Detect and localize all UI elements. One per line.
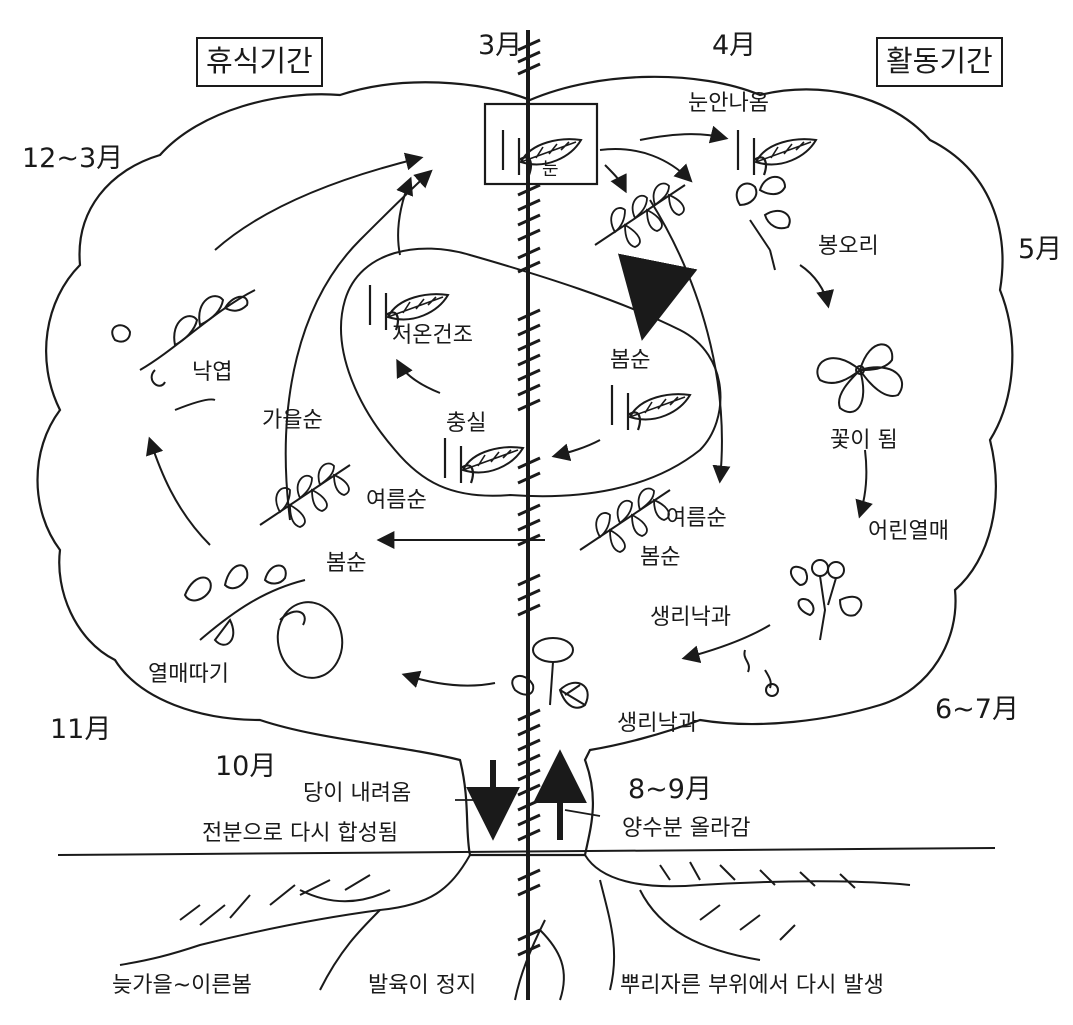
active-period-label: 활동기간 <box>876 37 1003 87</box>
stage-maturation: 충실 <box>446 411 487 436</box>
root-growth-stop: 발육이 정지 <box>368 973 477 998</box>
stage-flower-bud: 봉오리 <box>818 234 879 259</box>
stage-spring-shoot-inner: 봄순 <box>610 348 651 373</box>
stage-leaf-fall: 낙엽 <box>192 360 233 385</box>
trunk-starch-resynth: 전분으로 다시 합성됨 <box>202 821 399 846</box>
trunk-hatch <box>517 30 541 1000</box>
month-apr: 4月 <box>712 30 757 61</box>
root-late-autumn: 늦가을~이른봄 <box>112 973 252 998</box>
roots <box>119 854 911 1001</box>
month-may: 5月 <box>1018 234 1063 265</box>
month-nov: 11月 <box>50 714 112 745</box>
bloom-illustration <box>816 343 904 414</box>
flower-bud-illustration <box>735 175 791 271</box>
stage-young-fruit: 어린열매 <box>868 519 949 544</box>
bud-box <box>483 102 599 186</box>
inner-bud-illustration-right <box>612 385 690 430</box>
shoot-illustration-left <box>259 462 351 528</box>
stage-summer-shoot-right: 여름순 <box>666 506 727 531</box>
stage-bud: 눈 <box>542 159 559 180</box>
leaf-fall-illustration <box>111 289 256 411</box>
stage-spring-shoot-right: 봄순 <box>640 545 681 570</box>
inner-loop <box>340 247 722 498</box>
stage-low-temp-dry: 저온건조 <box>392 323 473 348</box>
month-aug-sep: 8~9月 <box>628 774 712 805</box>
harvest-illustration <box>183 564 344 679</box>
root-regrow: 뿌리자른 부위에서 다시 발생 <box>620 973 884 998</box>
stage-spring-shoot-left: 봄순 <box>326 551 367 576</box>
june-drop-tree-illustration <box>511 637 589 709</box>
trunk-sugar-down: 당이 내려옴 <box>303 781 412 806</box>
cycle-arrows <box>146 125 873 688</box>
trunk-water-up: 양수분 올라감 <box>622 816 751 841</box>
stage-june-drop-lower: 생리낙과 <box>617 711 698 736</box>
stage-harvest: 열매따기 <box>148 662 229 687</box>
stage-bloom: 꽃이 됨 <box>830 428 898 453</box>
bold-arrow <box>617 253 698 341</box>
june-drop-fruit-illustration <box>743 649 779 697</box>
dormant-period-label: 휴식기간 <box>196 37 323 87</box>
stage-autumn-shoot: 가을순 <box>262 408 323 433</box>
stage-summer-shoot-left: 여름순 <box>366 488 427 513</box>
month-jun-jul: 6~7月 <box>935 694 1019 725</box>
month-dec-mar: 12~3月 <box>22 143 124 174</box>
inner-bud-illustration-left <box>445 438 523 483</box>
month-mar: 3月 <box>478 30 523 61</box>
stage-june-drop-upper: 생리낙과 <box>650 605 731 630</box>
young-fruit-illustration <box>790 559 863 641</box>
bud-break-illustration <box>738 130 816 175</box>
stage-bud-break: 눈안나옴 <box>688 91 769 116</box>
summer-shoot-illustration-right <box>579 487 671 553</box>
month-oct: 10月 <box>215 751 277 782</box>
